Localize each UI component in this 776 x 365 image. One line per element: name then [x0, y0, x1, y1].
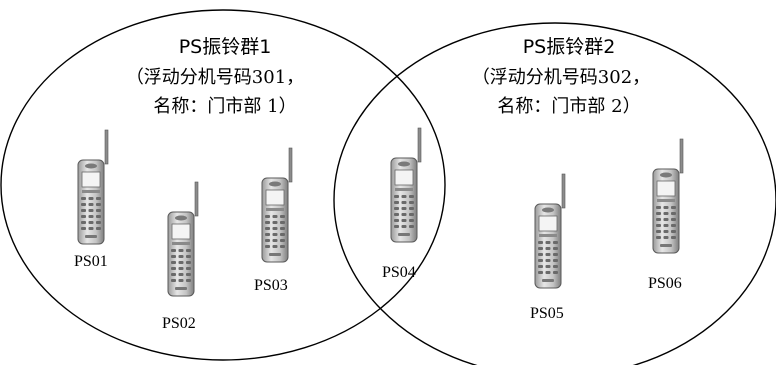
phone-label-ps05: PS05: [530, 305, 564, 322]
cordless-phone-icon-ps01: [77, 129, 109, 245]
phone-label-ps02: PS02: [162, 315, 196, 332]
ring-group-1-ellipse: [0, 9, 446, 361]
ring-group-1-subtitle-line2: 名称：门市部 1）: [153, 96, 296, 117]
ring-group-1-subtitle-line1: （浮动分机号码301，: [126, 67, 304, 88]
phone-label-ps04: PS04: [382, 264, 416, 281]
cordless-phone-icon-ps04: [390, 127, 422, 243]
ring-group-2-subtitle-line2: 名称：门市部 2）: [497, 96, 640, 117]
cordless-phone-icon-ps05: [534, 173, 566, 289]
phone-label-ps01: PS01: [74, 253, 108, 270]
phone-label-ps03: PS03: [254, 277, 288, 294]
phone-label-ps06: PS06: [648, 275, 682, 292]
ring-group-2-title: PS振铃群2: [523, 36, 616, 58]
ring-group-2-ellipse: [333, 22, 776, 365]
cordless-phone-icon-ps06: [652, 138, 684, 254]
ring-group-2-subtitle-line1: （浮动分机号码302，: [472, 67, 650, 88]
cordless-phone-icon-ps02: [167, 181, 199, 297]
cordless-phone-icon-ps03: [261, 147, 293, 263]
ring-group-1-title: PS振铃群1: [179, 36, 272, 58]
